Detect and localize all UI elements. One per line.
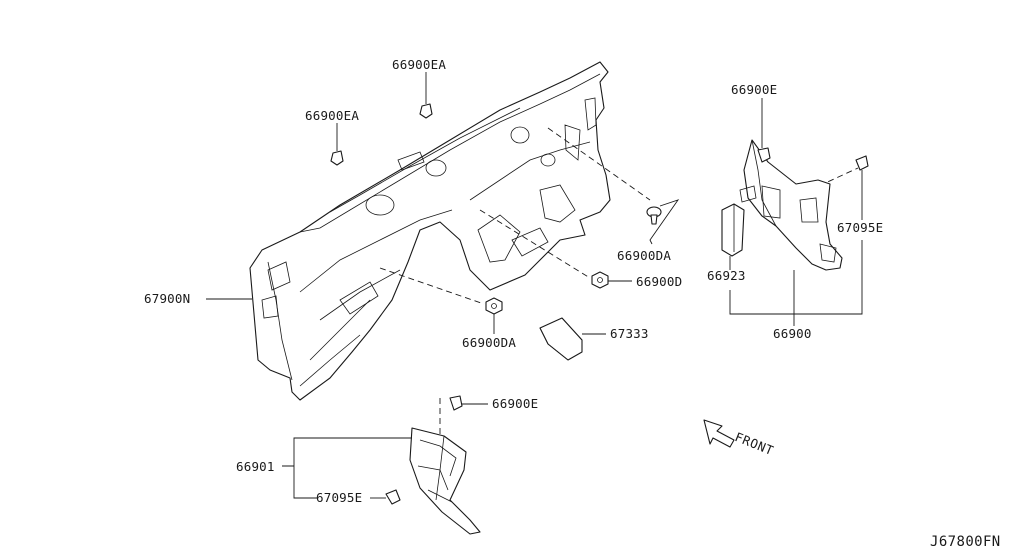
label-clip-right-d: 66900D — [636, 274, 683, 289]
assembly-line-da-right — [547, 127, 651, 201]
dash-insulator-part — [249, 61, 611, 401]
clip-right-095-icon — [855, 155, 869, 171]
lower-assembly-part — [409, 427, 481, 535]
label-clip-top-left: 66900EA — [305, 108, 360, 123]
leader-da-right — [649, 199, 680, 245]
label-clip-lower-e: 66900E — [492, 396, 539, 411]
label-assy-right: 66900 — [773, 326, 812, 341]
label-clip-right-da: 66900DA — [617, 248, 672, 263]
right-side-assembly-part — [739, 139, 843, 271]
assembly-line-d — [479, 209, 591, 279]
label-assy-lower: 66901 — [236, 459, 275, 474]
pad-part — [539, 317, 583, 361]
diagram-code: J67800FN — [930, 534, 1001, 550]
clip-lower-e-icon — [449, 395, 463, 411]
clip-top-center-icon — [419, 103, 433, 119]
label-clip-top-center: 66900EA — [392, 57, 447, 72]
assembly-line-da-lower — [379, 267, 485, 305]
label-clip-right-095: 67095E — [837, 220, 884, 235]
clip-lower-095-icon — [385, 489, 401, 505]
label-clip-right-e: 66900E — [731, 82, 778, 97]
assembly-line-right-095 — [809, 167, 859, 191]
label-clip-lower-095: 67095E — [316, 490, 363, 505]
clip-right-e-icon — [757, 147, 771, 163]
cover-66923-part — [721, 203, 745, 257]
bracket-66900 — [729, 240, 863, 326]
clip-top-left-icon — [330, 150, 344, 166]
label-pad: 67333 — [610, 326, 649, 341]
clip-lower-da-icon — [485, 297, 503, 315]
bracket-66901 — [282, 437, 412, 499]
label-67900n: 67900N — [144, 291, 191, 306]
clip-right-d-icon — [591, 271, 609, 289]
front-arrow-icon — [703, 419, 735, 448]
label-cover-right: 66923 — [707, 268, 746, 283]
clip-right-da-icon — [646, 206, 662, 225]
label-clip-lower-da: 66900DA — [462, 335, 517, 350]
